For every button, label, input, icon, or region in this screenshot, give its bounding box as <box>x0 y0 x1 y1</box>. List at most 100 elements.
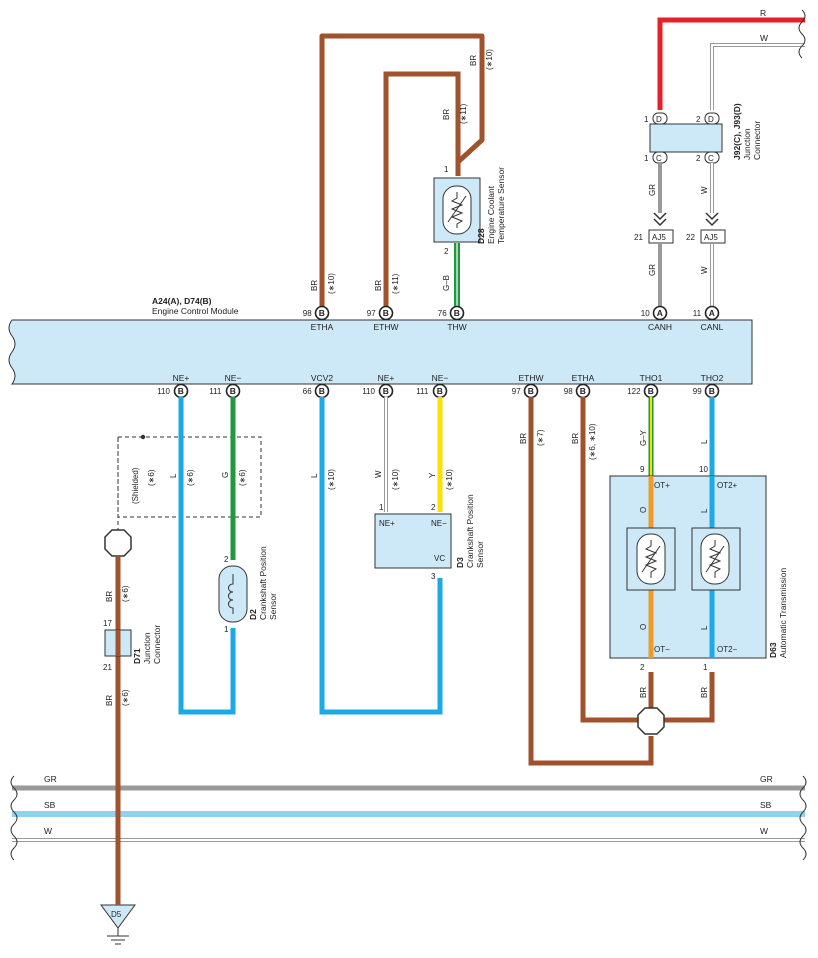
aj5-arrow-left <box>653 212 667 227</box>
bus-sb-label-right: SB <box>760 800 772 810</box>
bus-sb-label-left: SB <box>44 800 56 810</box>
ecm-bottom-pin-number: 110 <box>362 387 375 396</box>
j92-pin-num-2c: 2 <box>696 154 701 163</box>
wire-br-label-g2: BR <box>105 695 114 706</box>
d28-pin-2: 2 <box>444 247 449 256</box>
d63-wire-l-1: L <box>700 508 709 513</box>
ecm-bottom-pins: B110NE+B111NE−B66VCV2B110NE+B111NE−B97ET… <box>157 373 724 399</box>
ecm-top-pin-number: 10 <box>641 309 650 318</box>
wire-br-label-i: BR <box>700 687 709 698</box>
wire-br-ot2m <box>662 672 715 723</box>
wire-y-label: Y <box>428 472 437 478</box>
wire-br-label-a: BR <box>469 55 478 66</box>
d63-pin-2: 2 <box>640 663 645 672</box>
d63-pin-9: 9 <box>640 465 645 474</box>
d71-code: D71 <box>132 648 142 664</box>
j92-pin-1c: C <box>652 151 668 164</box>
svg-text:C: C <box>708 154 714 163</box>
wire-br-label-g1: BR <box>105 591 114 602</box>
j92-name-2: Connector <box>752 121 762 160</box>
ecm-bottom-pin-conn: B <box>528 386 534 396</box>
bus-w-label-left: W <box>44 826 52 836</box>
note-7: (∗7) <box>536 429 545 446</box>
d2-pin-2: 2 <box>224 555 229 564</box>
d63-ot2p: OT2+ <box>717 481 738 490</box>
svg-text:D: D <box>656 115 662 124</box>
d63-code: D63 <box>768 642 778 658</box>
wire-w-top-label: W <box>760 33 768 43</box>
j92-pin-num-1: 1 <box>644 115 649 124</box>
j92-pin-num-1c: 1 <box>644 154 649 163</box>
ecm-bottom-pin-name: ETHA <box>572 373 595 383</box>
splice-octagon <box>104 529 132 557</box>
d63-otm: OT− <box>654 645 670 654</box>
ecm-bottom-pin-name: VCV2 <box>311 373 333 383</box>
thermistor-icon <box>442 185 472 235</box>
ecm-bottom-pin-conn: B <box>709 386 715 396</box>
d63-wire-l-2: L <box>700 625 709 630</box>
d3-name-1: Crankshaft Position <box>465 494 475 568</box>
ecm-bottom-pin-number: 97 <box>512 387 521 396</box>
ecm-top-pin-conn: B <box>319 308 325 318</box>
ecm-bottom-pin-number: 99 <box>693 387 702 396</box>
aj5-left-label: AJ5 <box>652 233 666 242</box>
ecm-top-pin-name: CANL <box>701 322 724 332</box>
j92-pin-2c: C <box>704 151 720 164</box>
ecm-bottom-pin-conn: B <box>178 386 184 396</box>
d28-name-2: Temperature Sensor <box>496 167 506 244</box>
ecm-bottom-pin-number: 98 <box>564 387 573 396</box>
crankshaft-sensor-d2 <box>218 565 248 623</box>
wire-gy-label: G–Y <box>639 429 648 446</box>
note-11-b: (∗11) <box>391 273 400 294</box>
ecm-bottom-pin-number: 66 <box>303 387 312 396</box>
aj5-right-pin: 22 <box>686 233 695 242</box>
wire-l-label-3: L <box>700 439 709 444</box>
ecm-bottom-pin-number: 110 <box>157 387 170 396</box>
wire-g-label: G <box>221 472 230 478</box>
ecm-bottom-pin-name: NE− <box>225 373 242 383</box>
ecm-top-pin-number: 98 <box>303 309 312 318</box>
wire-r-label: R <box>760 8 766 18</box>
d2-name-1: Crankshaft Position <box>258 546 268 620</box>
ecm-code: A24(A), D74(B) <box>152 296 212 306</box>
wire-l-label-2: L <box>310 473 319 478</box>
wire-w-label-1: W <box>700 186 709 194</box>
ground-icon <box>107 928 129 945</box>
d2-name-2: Sensor <box>268 593 278 620</box>
d2-code: D2 <box>248 609 258 620</box>
j92-name-1: Junction <box>742 128 752 160</box>
note-6-g1: (∗6) <box>121 585 130 602</box>
wire-l-nep <box>178 397 236 715</box>
ecm-bottom-pin-name: ETHW <box>518 373 543 383</box>
note-6-shield: (∗6) <box>147 469 156 486</box>
ecm-bottom-pin-number: 111 <box>209 387 222 396</box>
note-6-g: (∗6) <box>238 469 247 486</box>
aj5-left-pin: 21 <box>634 233 643 242</box>
ecm-bottom-pin-conn: B <box>580 386 586 396</box>
d3-code: D3 <box>455 557 465 568</box>
aj5-box-right <box>700 229 726 244</box>
ecm-box <box>8 319 753 385</box>
aj5-box-left <box>648 229 674 244</box>
svg-text:C: C <box>656 154 662 163</box>
ecm-bottom-pin-name: THO2 <box>701 373 724 383</box>
ecm-bottom-pin-number: 111 <box>416 387 429 396</box>
break-mark <box>798 9 806 59</box>
d71-name-1: Junction <box>142 632 152 664</box>
ecm-top-pin-conn: B <box>454 308 460 318</box>
wire-r <box>657 17 805 110</box>
ecm-top-pin-name: ETHW <box>373 322 398 332</box>
d3-nem: NE− <box>431 519 447 528</box>
wire-w-label-2: W <box>700 266 709 274</box>
svg-text:D: D <box>708 115 714 124</box>
d63-ot2m: OT2− <box>717 645 738 654</box>
junction-connector-j92 <box>649 123 723 153</box>
splice-octagon-2 <box>637 707 665 735</box>
ecm-top-pin-number: 97 <box>367 309 376 318</box>
j92-pin-2d: D <box>704 112 720 125</box>
